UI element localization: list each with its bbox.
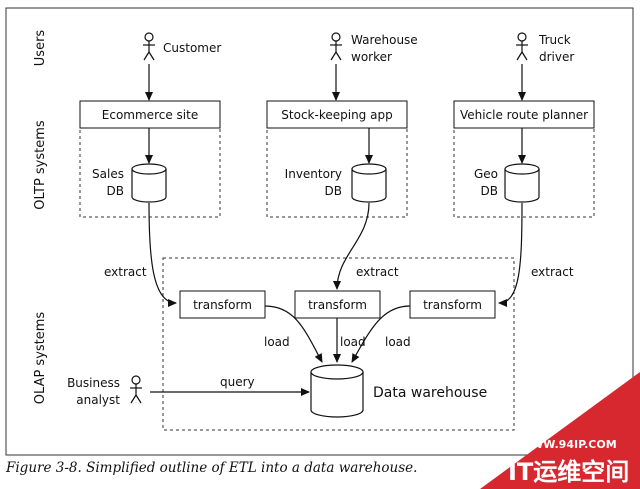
label-load-right: load xyxy=(385,335,411,349)
diagram-frame xyxy=(5,7,634,456)
actor-business-analyst-label-line2: analyst xyxy=(76,393,120,407)
edge-load-left xyxy=(264,305,323,363)
app-ecommerce-label: Ecommerce site xyxy=(102,108,198,122)
label-load-left: load xyxy=(264,335,290,349)
oltp-region-ecommerce xyxy=(79,100,221,218)
actor-customer-icon xyxy=(143,32,155,61)
row-label-oltp: OLTP systems xyxy=(33,120,48,210)
app-stock-box xyxy=(266,100,408,129)
label-extract-left: extract xyxy=(104,265,147,279)
watermark-brand: IT运维空间 xyxy=(508,458,629,486)
data-warehouse-icon xyxy=(310,364,364,418)
label-query: query xyxy=(220,375,255,389)
edge-load-right xyxy=(351,305,411,363)
watermark-url: WWW.94IP.COM xyxy=(519,438,617,451)
oltp-region-vehicle xyxy=(453,100,595,218)
watermark: WWW.94IP.COM IT运维空间 xyxy=(480,372,640,489)
row-label-olap: OLAP systems xyxy=(33,312,48,405)
actor-warehouse-worker-label-line2: worker xyxy=(351,50,392,64)
edge-extract-geo xyxy=(498,202,523,307)
transform-label-right: transform xyxy=(423,298,482,312)
sales-db-icon xyxy=(131,163,167,203)
oltp-region-stock xyxy=(266,100,408,218)
app-vehicle-label: Vehicle route planner xyxy=(460,108,588,122)
inventory-db-label-line1: Inventory xyxy=(285,167,342,181)
geo-db-label-line1: Geo xyxy=(474,167,498,181)
app-ecommerce-box xyxy=(79,100,221,129)
actor-warehouse-worker-label-line1: Warehouse xyxy=(351,33,418,47)
label-extract-middle: extract xyxy=(356,265,399,279)
transform-box-left xyxy=(179,290,266,319)
label-load-middle: load xyxy=(340,335,366,349)
actor-truck-driver-icon xyxy=(516,32,528,61)
geo-db-label-line2: DB xyxy=(481,184,498,198)
row-label-users: Users xyxy=(33,30,48,67)
data-warehouse-label: Data warehouse xyxy=(373,385,487,401)
actor-truck-driver-label-line2: driver xyxy=(539,50,574,64)
transform-label-left: transform xyxy=(193,298,252,312)
inventory-db-icon xyxy=(351,163,387,203)
transform-label-middle: transform xyxy=(308,298,367,312)
inventory-db-label-line2: DB xyxy=(325,184,342,198)
sales-db-label-line2: DB xyxy=(107,184,124,198)
app-stock-label: Stock-keeping app xyxy=(281,108,392,122)
figure-caption: Figure 3-8. Simplified outline of ETL in… xyxy=(6,460,418,476)
label-extract-right: extract xyxy=(531,265,574,279)
transform-box-middle xyxy=(294,290,381,319)
edge-extract-inventory xyxy=(333,202,370,290)
watermark-banner xyxy=(480,372,640,489)
actor-business-analyst-icon xyxy=(130,375,142,404)
actor-customer-label: Customer xyxy=(163,41,221,55)
actor-warehouse-worker-icon xyxy=(330,32,342,61)
actor-business-analyst-label-line1: Business xyxy=(67,376,120,390)
actor-truck-driver-label-line1: Truck xyxy=(538,33,571,47)
geo-db-icon xyxy=(504,163,540,203)
transform-box-right xyxy=(409,290,496,319)
sales-db-label-line1: Sales xyxy=(92,167,124,181)
app-vehicle-box xyxy=(453,100,595,129)
edge-extract-sales xyxy=(148,202,177,307)
olap-region xyxy=(162,257,515,431)
